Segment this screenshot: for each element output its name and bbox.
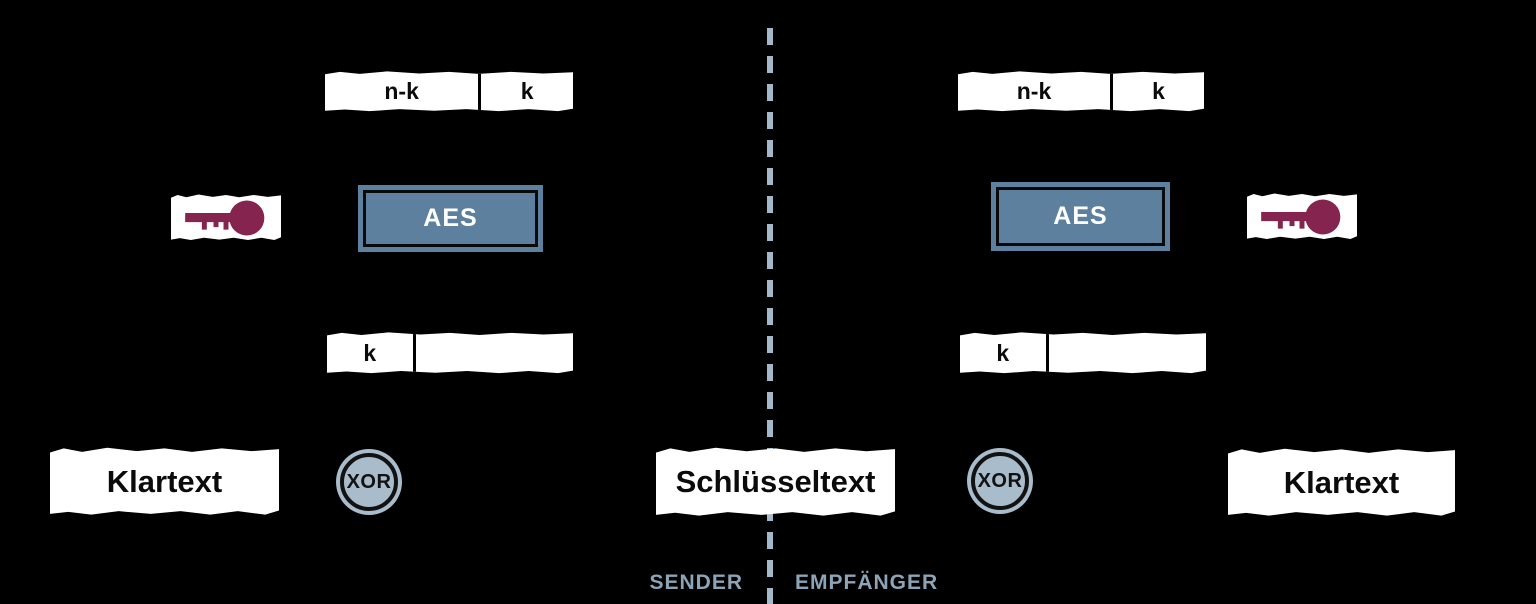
aes-label: AES	[423, 204, 478, 232]
ciphertext-label: Schlüsseltext	[675, 464, 876, 499]
xor-ring: XOR	[340, 453, 398, 511]
xor-label: XOR	[977, 469, 1023, 492]
receiver-aes-box: AES	[991, 182, 1170, 251]
register-cell	[1049, 332, 1206, 373]
sender-key-plate	[171, 194, 281, 241]
aes-inner-frame: AES	[363, 190, 538, 247]
sender-output-register: k	[327, 332, 573, 374]
register-cell-label: k	[996, 339, 1010, 366]
register-cell-label: n-k	[384, 78, 419, 104]
receiver-label: EMPFÄNGER	[795, 571, 939, 594]
register-cell: k	[1113, 71, 1204, 111]
key-icon	[1261, 199, 1341, 234]
sender-xor-node: XOR	[336, 449, 402, 515]
sender-label: SENDER	[649, 571, 743, 594]
register-cell: k	[960, 332, 1049, 374]
register-cell: k	[481, 71, 573, 111]
xor-ring: XOR	[971, 452, 1029, 510]
aes-label: AES	[1053, 202, 1108, 230]
sender-plaintext-box: Klartext	[50, 447, 279, 515]
ciphertext-box: Schlüsseltext	[656, 447, 895, 516]
register-cell: n-k	[325, 71, 482, 112]
sender-aes-box: AES	[358, 185, 543, 252]
receiver-key-plate	[1247, 193, 1357, 240]
register-cell-label: k	[520, 78, 534, 104]
register-cell: k	[327, 332, 416, 374]
register-cell-label: n-k	[1016, 78, 1052, 104]
receiver-shift-register: n-k k	[958, 71, 1204, 112]
register-cell: n-k	[958, 71, 1113, 112]
register-cell	[416, 332, 573, 373]
receiver-output-register: k	[960, 332, 1206, 374]
divider-dashed-line	[767, 28, 773, 604]
receiver-xor-node: XOR	[967, 448, 1033, 514]
plaintext-label: Klartext	[106, 463, 223, 499]
sender-shift-register: n-k k	[325, 71, 573, 112]
key-icon	[185, 200, 265, 235]
plaintext-label: Klartext	[1283, 464, 1400, 500]
register-cell-label: k	[1152, 78, 1165, 104]
receiver-plaintext-box: Klartext	[1228, 448, 1455, 516]
register-cell-label: k	[363, 339, 377, 366]
xor-label: XOR	[346, 470, 392, 493]
aes-inner-frame: AES	[996, 187, 1165, 246]
